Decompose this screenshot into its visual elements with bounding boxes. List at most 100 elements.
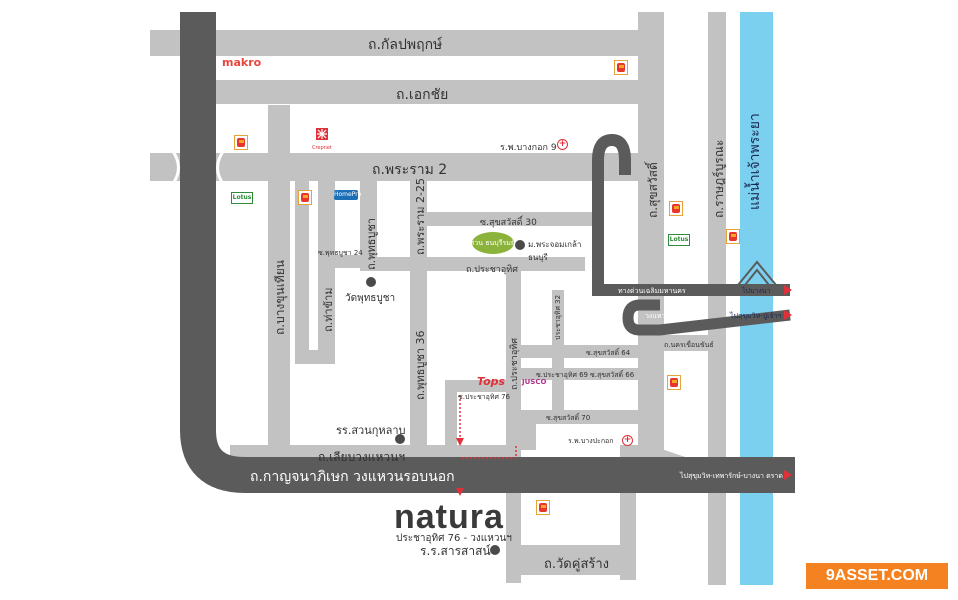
natura-project-subtitle: ประชาอุทิศ 76 - วงแหวนฯ [396,533,512,544]
road-ekkachai [210,80,650,104]
label-road-rama2-25: ถ.พระราม 2-25 [414,177,427,255]
road-ratburana [708,12,726,585]
label-road-ekkachai: ถ.เอกชัย [396,87,449,103]
label-road-bang-khun-thian: ถ.บางขุนเทียน [273,260,287,335]
label-bangkok-hospital9: ร.พ.บางกอก 9 [500,143,557,153]
tops-logo: Tops [477,375,506,388]
road-soi-sukhasawat64 [520,345,638,358]
road-soi76-vertical [445,380,457,450]
road-sukhasawat [638,12,664,462]
university-dot [515,240,525,250]
label-soi-pracha-uthit76: ซ.ประชาอุทิศ 76 [458,393,511,401]
label-road-ratburana: ถ.ราษฎร์บูรณะ [712,139,726,218]
label-soi-sukhasawat64: ซ.สุขสวัสดิ์ 64 [586,349,631,357]
label-to-sukhumvit-pu-chao: ไปสุขุมวิท-ปู่เจ้าฯ [730,312,782,320]
chao-phraya-river [740,12,773,585]
label-soi-pracha-uthit32: ประชาอุทิศ 32 [554,294,562,340]
label-wongwaen-utsahakam: วงแหวนอุตสาหกรรม [645,312,709,320]
jusco-logo: JUSCO [522,378,547,386]
label-road-kanlapaphruek: ถ.กัลปพฤกษ์ [368,37,443,53]
label-road-nakhon-khuean-khan: ถ.นครเขื่อนขันธ์ [664,341,714,349]
label-road-kanchanaphisek: ถ.กาญจนาภิเษก วงแหวนรอบนอก [250,469,455,485]
arrow-right-icon [784,470,792,480]
road-pracha-uthit-vertical [506,265,521,583]
highways [180,12,795,493]
natura-project-logo: natura [394,498,504,536]
label-road-phutthabucha36: ถ.พุทธบูชา 36 [414,330,427,401]
central-logo-icon [316,128,328,140]
brand-badge: 9ASSET.COM [806,563,948,589]
local-roads [150,12,726,585]
label-bang-pakok-hospital: ร.พ.บางปะกอก [568,437,614,445]
hospital-cross-icon: + [557,139,568,150]
park-blob [472,232,514,254]
road-soi-pracha-uthit76 [445,380,515,392]
label-road-pracha-uthit: ถ.ประชาอุทิศ [466,265,518,275]
road-wat-khu-sang-right [620,490,636,580]
label-road-pracha-uthit-vertical: ถ.ประชาอุทิศ [510,338,520,390]
label-road-wat-khu-sang: ถ.วัดคู่สร้าง [544,557,610,572]
label-wat-phutthabucha: วัดพุทธบูชา [345,293,396,304]
road-phutthabucha36 [410,180,427,470]
label-soi-sukhasawat70: ซ.สุขสวัสดิ์ 70 [546,414,591,422]
road-nakhon-khuean-khan [664,335,709,351]
expressway-chaloem [592,165,790,296]
road-soi-sukhasawat66 [520,368,638,380]
label-road-sukhasawat: ถ.สุขสวัสดิ์ [646,162,660,218]
route-arrow-natura [456,488,464,496]
label-suan-kulap-school: รร.สวนกุหลาบ [336,424,406,437]
label-park: สวน ธนบุรีรมย์ [470,239,515,247]
label-soi-phutthabucha24: ซ.พุทธบูชา 24 [318,249,363,257]
road-soi-phutthabucha24 [318,255,373,268]
road-bang-khun-thian [268,105,290,455]
road-rama2 [150,153,650,181]
seven-eleven-icon [536,500,550,515]
road-phutthabucha [360,180,377,270]
temple-dot [366,277,376,287]
rama2-overpass-mark [170,149,180,186]
seven-eleven-icon [726,229,740,244]
label-central: Crepnet [312,145,332,151]
wongwaen-utsahakam [622,299,791,336]
hospital-cross-icon: + [622,435,633,446]
tesco-lotus-logo: Lotus [231,192,253,204]
label-to-bangna: ไปบางนา [742,287,771,295]
seven-eleven-icon [614,60,628,75]
seven-eleven-icon [298,190,312,205]
label-road-lieap-wongwaen: ถ.เลียบวงแหวนฯ [318,450,406,464]
seven-eleven-icon [669,201,683,216]
school-dot [490,545,500,555]
highway-kanchanaphisek [180,12,795,493]
route-line-2 [462,445,517,459]
label-expressway: ทางด่วนเฉลิมมหานคร [618,287,686,295]
label-to-sukhumvit-east: ไปสุขุมวิท-เทพารักษ์-บางนา ตราด [680,472,783,480]
label-sarasas-school: ร.ร.สารสาสน์ [420,544,491,558]
expressway-loop [592,133,631,175]
label-soi-sukhasawat30: ซ.สุขสวัสดิ์ 30 [480,218,537,228]
road-pracha-uthit [360,257,585,271]
road-soi-sukhasawat30 [427,212,597,226]
road-soi-sukhasawat70 [520,410,638,424]
label-road-rama2: ถ.พระราม 2 [372,162,448,178]
route-arrow-down [456,438,464,446]
road-wat-khu-sang [510,545,635,575]
makro-logo: makro [222,56,262,69]
label-kmutt: ม.พระจอมเกล้าธนบุรี [528,240,582,262]
seven-eleven-icon [667,375,681,390]
label-soi-sukhasawat66: ซ.สุขสวัสดิ์ 66 [590,371,635,379]
label-river: แม่น้ำเจ้าพระยา [747,113,763,210]
arrow-right-icon [784,285,792,295]
rama2-overpass-mark-2 [216,149,226,186]
road-kanlapaphruek [150,30,660,56]
road-soi70-stub [520,410,536,450]
school-dot [395,434,405,444]
label-road-tha-kham: ถ.ท่าข้าม [322,287,335,332]
label-soi-pracha-uthit69: ซ.ประชาอุทิศ 69 [536,371,589,379]
road-tha-kham-left [295,180,309,360]
homepro-logo: HomePro [334,190,362,200]
tesco-lotus-logo: Lotus [668,234,690,246]
bridge-icon [737,260,777,286]
arrow-right-icon [784,310,792,320]
seven-eleven-icon [234,135,248,150]
